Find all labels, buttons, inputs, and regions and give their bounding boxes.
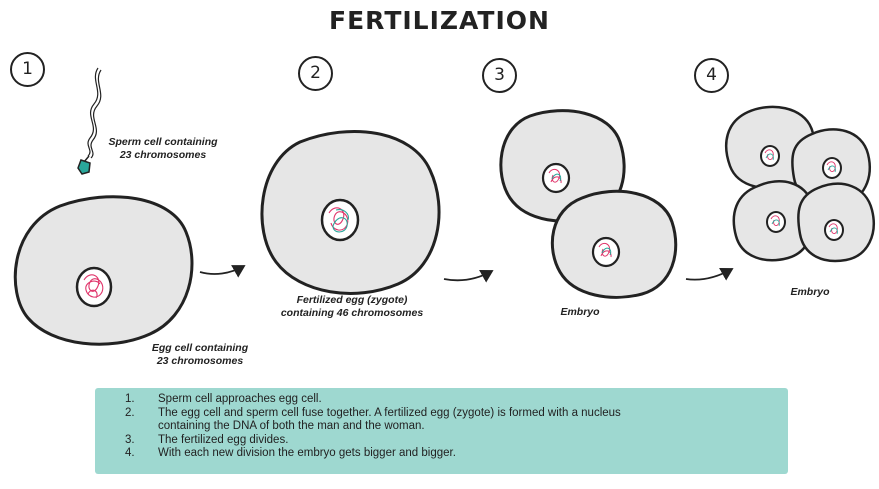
egg-label: Egg cell containing 23 chromosomes xyxy=(130,342,270,368)
zygote-label: Fertilized egg (zygote) containing 46 ch… xyxy=(262,294,442,320)
legend-number: 2. xyxy=(95,407,158,434)
egg-cell xyxy=(15,197,192,344)
arrow-2-to-3 xyxy=(444,271,492,280)
embryo-four-cell xyxy=(726,107,874,261)
legend-text: The egg cell and sperm cell fuse togethe… xyxy=(158,407,788,434)
legend-text: With each new division the embryo gets b… xyxy=(158,447,788,461)
embryo-label-step-3: Embryo xyxy=(540,306,620,319)
legend-item: 1.Sperm cell approaches egg cell. xyxy=(95,393,788,407)
embryo-two-cell xyxy=(501,111,676,298)
zygote-label-line-1: Fertilized egg (zygote) xyxy=(262,294,442,307)
legend-number: 3. xyxy=(95,434,158,448)
sperm-label-line-2: 23 chromosomes xyxy=(98,149,228,162)
steps-legend: 1.Sperm cell approaches egg cell. 2.The … xyxy=(95,388,788,474)
egg-label-line-2: 23 chromosomes xyxy=(130,355,270,368)
arrow-3-to-4 xyxy=(686,269,732,280)
legend-item: 2.The egg cell and sperm cell fuse toget… xyxy=(95,407,788,434)
embryo-label-step-4: Embryo xyxy=(770,286,850,299)
legend-text: Sperm cell approaches egg cell. xyxy=(158,393,788,407)
legend-number: 4. xyxy=(95,447,158,461)
legend-text: The fertilized egg divides. xyxy=(158,434,788,448)
legend-item: 3.The fertilized egg divides. xyxy=(95,434,788,448)
legend-number: 1. xyxy=(95,393,158,407)
arrow-1-to-2 xyxy=(200,266,244,274)
zygote-cell xyxy=(262,131,439,293)
sperm-label: Sperm cell containing 23 chromosomes xyxy=(98,136,228,162)
sperm-label-line-1: Sperm cell containing xyxy=(98,136,228,149)
zygote-label-line-2: containing 46 chromosomes xyxy=(262,307,442,320)
legend-item: 4.With each new division the embryo gets… xyxy=(95,447,788,461)
egg-label-line-1: Egg cell containing xyxy=(130,342,270,355)
